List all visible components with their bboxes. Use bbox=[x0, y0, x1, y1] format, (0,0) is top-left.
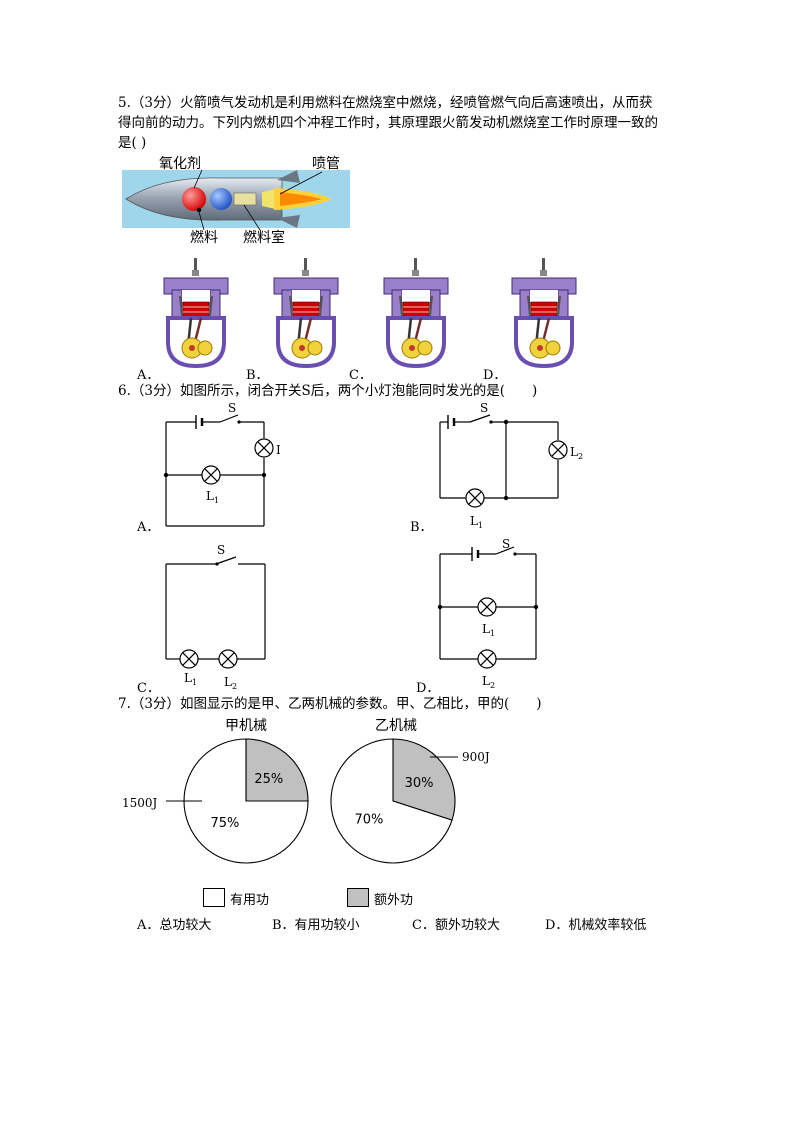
q7-stem: 7.（3分）如图显示的是甲、乙两机械的参数。甲、乙相比，甲的( ) bbox=[118, 696, 542, 712]
engine-diagram-d bbox=[510, 256, 578, 368]
q7-option-c[interactable]: C．额外功较大 bbox=[412, 918, 500, 933]
oxidizer-label: 氧化剂 bbox=[159, 156, 201, 172]
q6-option-c[interactable]: C． bbox=[137, 681, 160, 696]
l2-label: L2 bbox=[224, 675, 237, 690]
circuit-a: S L2 L1 bbox=[163, 401, 280, 527]
circuit-b: S L2 L1 bbox=[439, 401, 583, 530]
pie-slice-useful bbox=[183, 738, 309, 864]
pie-slice-useful bbox=[330, 738, 453, 864]
engine-diagram-c bbox=[382, 256, 450, 368]
l1-label: L1 bbox=[482, 622, 495, 638]
switch-label: S bbox=[480, 401, 488, 415]
engine-diagram-b bbox=[272, 256, 340, 368]
pie-yi-title: 乙机械 bbox=[375, 718, 417, 734]
legend-swatch-extra bbox=[347, 888, 369, 907]
fuel-label: 燃料 bbox=[190, 229, 218, 246]
rocket-diagram: 氧化剂 喷管 燃料 燃料室 bbox=[122, 156, 350, 246]
exhaust-flame-core bbox=[280, 192, 322, 206]
q5-option-c[interactable]: C． bbox=[349, 368, 372, 383]
l1-label: L1 bbox=[470, 514, 483, 530]
callout-label: 1500J bbox=[122, 796, 158, 810]
pie-slice-label: 30% bbox=[405, 776, 434, 791]
q5-option-a[interactable]: A． bbox=[137, 368, 160, 383]
q7-option-a[interactable]: A．总功较大 bbox=[137, 918, 212, 933]
pie-slice-label: 75% bbox=[211, 816, 240, 831]
q5-text-line2: 得向前的动力。下列内燃机四个冲程工作时，其原理跟火箭发动机燃烧室工作时原理一致的 bbox=[118, 115, 658, 131]
switch-label: S bbox=[228, 401, 236, 415]
nozzle-label: 喷管 bbox=[312, 156, 340, 172]
pie-charts: 甲机械 乙机械 25% 75% 1500J 30% 70% 900J bbox=[122, 718, 490, 864]
fuel-tank bbox=[210, 188, 232, 210]
q7-option-b[interactable]: B．有用功较小 bbox=[272, 918, 360, 933]
l1-label: L1 bbox=[206, 489, 219, 505]
pie-yi: 30% 70% 900J bbox=[330, 738, 490, 864]
q6-option-d[interactable]: D． bbox=[416, 681, 440, 696]
q6-option-b[interactable]: B． bbox=[410, 520, 433, 535]
pie-slice-extra bbox=[245, 738, 309, 802]
switch-label: S bbox=[217, 543, 225, 557]
q6-option-a[interactable]: A． bbox=[137, 520, 160, 535]
l1-label: L1 bbox=[184, 671, 197, 687]
q5-option-d[interactable]: D． bbox=[483, 368, 507, 383]
l2-label: L2 bbox=[570, 445, 583, 461]
rocket-fin-top bbox=[277, 170, 300, 183]
engine-diagram-a bbox=[162, 256, 230, 368]
q5-option-b[interactable]: B． bbox=[246, 368, 269, 383]
oxidizer-tank bbox=[182, 187, 206, 211]
l2-label: L2 bbox=[482, 674, 495, 690]
pie-slice-label: 70% bbox=[354, 812, 383, 827]
q5-text-line1: 5.（3分）火箭喷气发动机是利用燃料在燃烧室中燃烧，经喷管燃气向后高速喷出，从而… bbox=[118, 95, 653, 111]
q6-stem: 6.（3分）如图所示，闭合开关S后，两个小灯泡能同时发光的是( ) bbox=[118, 383, 538, 399]
callout-label: 900J bbox=[462, 750, 490, 764]
rocket-fin-bottom bbox=[277, 215, 300, 228]
pie-jia: 25% 75% 1500J bbox=[122, 738, 309, 864]
l2-label: L2 bbox=[276, 443, 280, 459]
combustion-chamber bbox=[233, 192, 257, 206]
legend-label-extra: 额外功 bbox=[374, 893, 414, 908]
q5-text-line3: 是( ) bbox=[118, 135, 147, 151]
switch-label: S bbox=[502, 537, 510, 551]
legend-swatch-useful bbox=[203, 888, 225, 907]
legend-label-useful: 有用功 bbox=[230, 893, 270, 908]
pie-slice-extra bbox=[392, 738, 456, 821]
pie-jia-title: 甲机械 bbox=[225, 718, 267, 734]
circuit-c: S L1 L2 bbox=[165, 543, 266, 690]
chamber-label: 燃料室 bbox=[243, 229, 285, 246]
q7-option-d[interactable]: D．机械效率较低 bbox=[545, 918, 647, 933]
circuit-d: S L1 L2 bbox=[437, 537, 539, 690]
pie-slice-label: 25% bbox=[254, 772, 283, 787]
